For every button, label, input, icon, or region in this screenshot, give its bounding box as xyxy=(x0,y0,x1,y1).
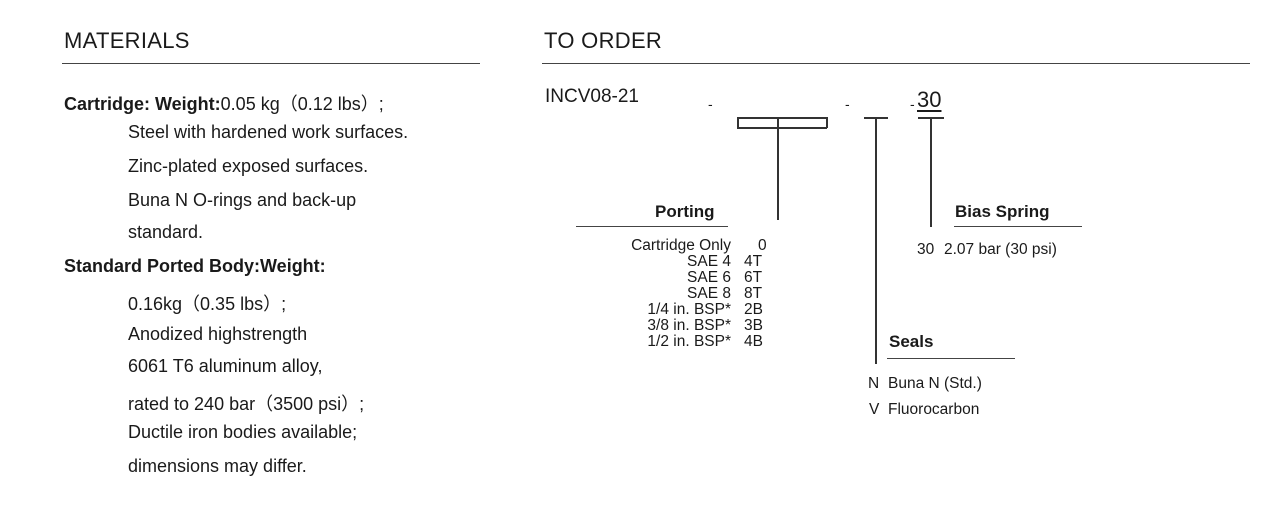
seals-label: Buna N (Std.) xyxy=(888,375,982,392)
porting-label: 1/2 in. BSP* xyxy=(647,333,731,350)
code-separator: - xyxy=(845,96,850,112)
fixed-spring-code: 30 xyxy=(917,87,942,112)
porting-label: Cartridge Only xyxy=(631,237,731,254)
bias-spring-divider xyxy=(954,226,1082,227)
porting-bracket-tick xyxy=(826,117,828,128)
seals-code: V xyxy=(869,401,880,418)
body-line: 0.16kg（0.35 lbs）; xyxy=(128,294,287,314)
seals-title: Seals xyxy=(889,332,934,351)
body-line: Anodized highstrength xyxy=(128,324,308,344)
porting-label: SAE 8 xyxy=(687,285,731,302)
bias-spring-title: Bias Spring xyxy=(955,202,1050,221)
porting-leader-line xyxy=(777,117,779,220)
model-code: INCV08-21 xyxy=(545,86,639,107)
to-order-divider xyxy=(542,63,1250,64)
seals-divider xyxy=(887,358,1015,359)
bias-spring-code: 30 xyxy=(917,241,935,258)
code-separator: - xyxy=(708,96,713,112)
porting-bracket-tick xyxy=(737,117,739,128)
bias-spring-leader-line xyxy=(930,117,932,227)
cartridge-line: Zinc-plated exposed surfaces. xyxy=(128,156,369,176)
porting-label: SAE 6 xyxy=(687,269,731,286)
seals-label: Fluorocarbon xyxy=(888,401,980,418)
porting-slot-underline xyxy=(737,117,827,119)
seals-leader-line xyxy=(875,117,877,364)
cartridge-weight: 0.05 kg（0.12 lbs）; xyxy=(220,94,384,114)
materials-divider xyxy=(62,63,480,64)
body-line: rated to 240 bar（3500 psi）; xyxy=(128,394,365,414)
seals-code: N xyxy=(868,375,880,392)
porting-code: 4T xyxy=(744,253,763,270)
cartridge-line: Steel with hardened work surfaces. xyxy=(128,122,409,142)
cartridge-label: Cartridge: Weight: xyxy=(64,94,221,114)
porting-label: 1/4 in. BSP* xyxy=(647,301,731,318)
porting-label: SAE 4 xyxy=(687,253,731,270)
porting-code: 6T xyxy=(744,269,763,286)
porting-code: 0 xyxy=(758,237,767,254)
code-separator: - xyxy=(910,96,915,112)
porting-code: 4B xyxy=(744,333,763,350)
to-order-title: TO ORDER xyxy=(544,28,663,53)
porting-title: Porting xyxy=(655,202,715,221)
body-line: 6061 T6 aluminum alloy, xyxy=(128,356,323,376)
cartridge-line: Buna N O-rings and back-up xyxy=(128,190,357,210)
porting-code: 3B xyxy=(744,317,763,334)
cartridge-weight-line: Cartridge: Weight:0.05 kg（0.12 lbs）; xyxy=(64,90,384,116)
cartridge-line: standard. xyxy=(128,222,204,242)
porting-label: 3/8 in. BSP* xyxy=(647,317,731,334)
porting-code: 2B xyxy=(744,301,763,318)
body-line: dimensions may differ. xyxy=(128,456,307,476)
body-weight-label: Standard Ported Body:Weight: xyxy=(64,256,326,276)
porting-bracket-bar xyxy=(737,127,827,129)
materials-title: MATERIALS xyxy=(64,28,190,53)
porting-divider xyxy=(576,226,728,227)
body-line: Ductile iron bodies available; xyxy=(128,422,358,442)
porting-code: 8T xyxy=(744,285,763,302)
bias-spring-label: 2.07 bar (30 psi) xyxy=(944,241,1057,258)
